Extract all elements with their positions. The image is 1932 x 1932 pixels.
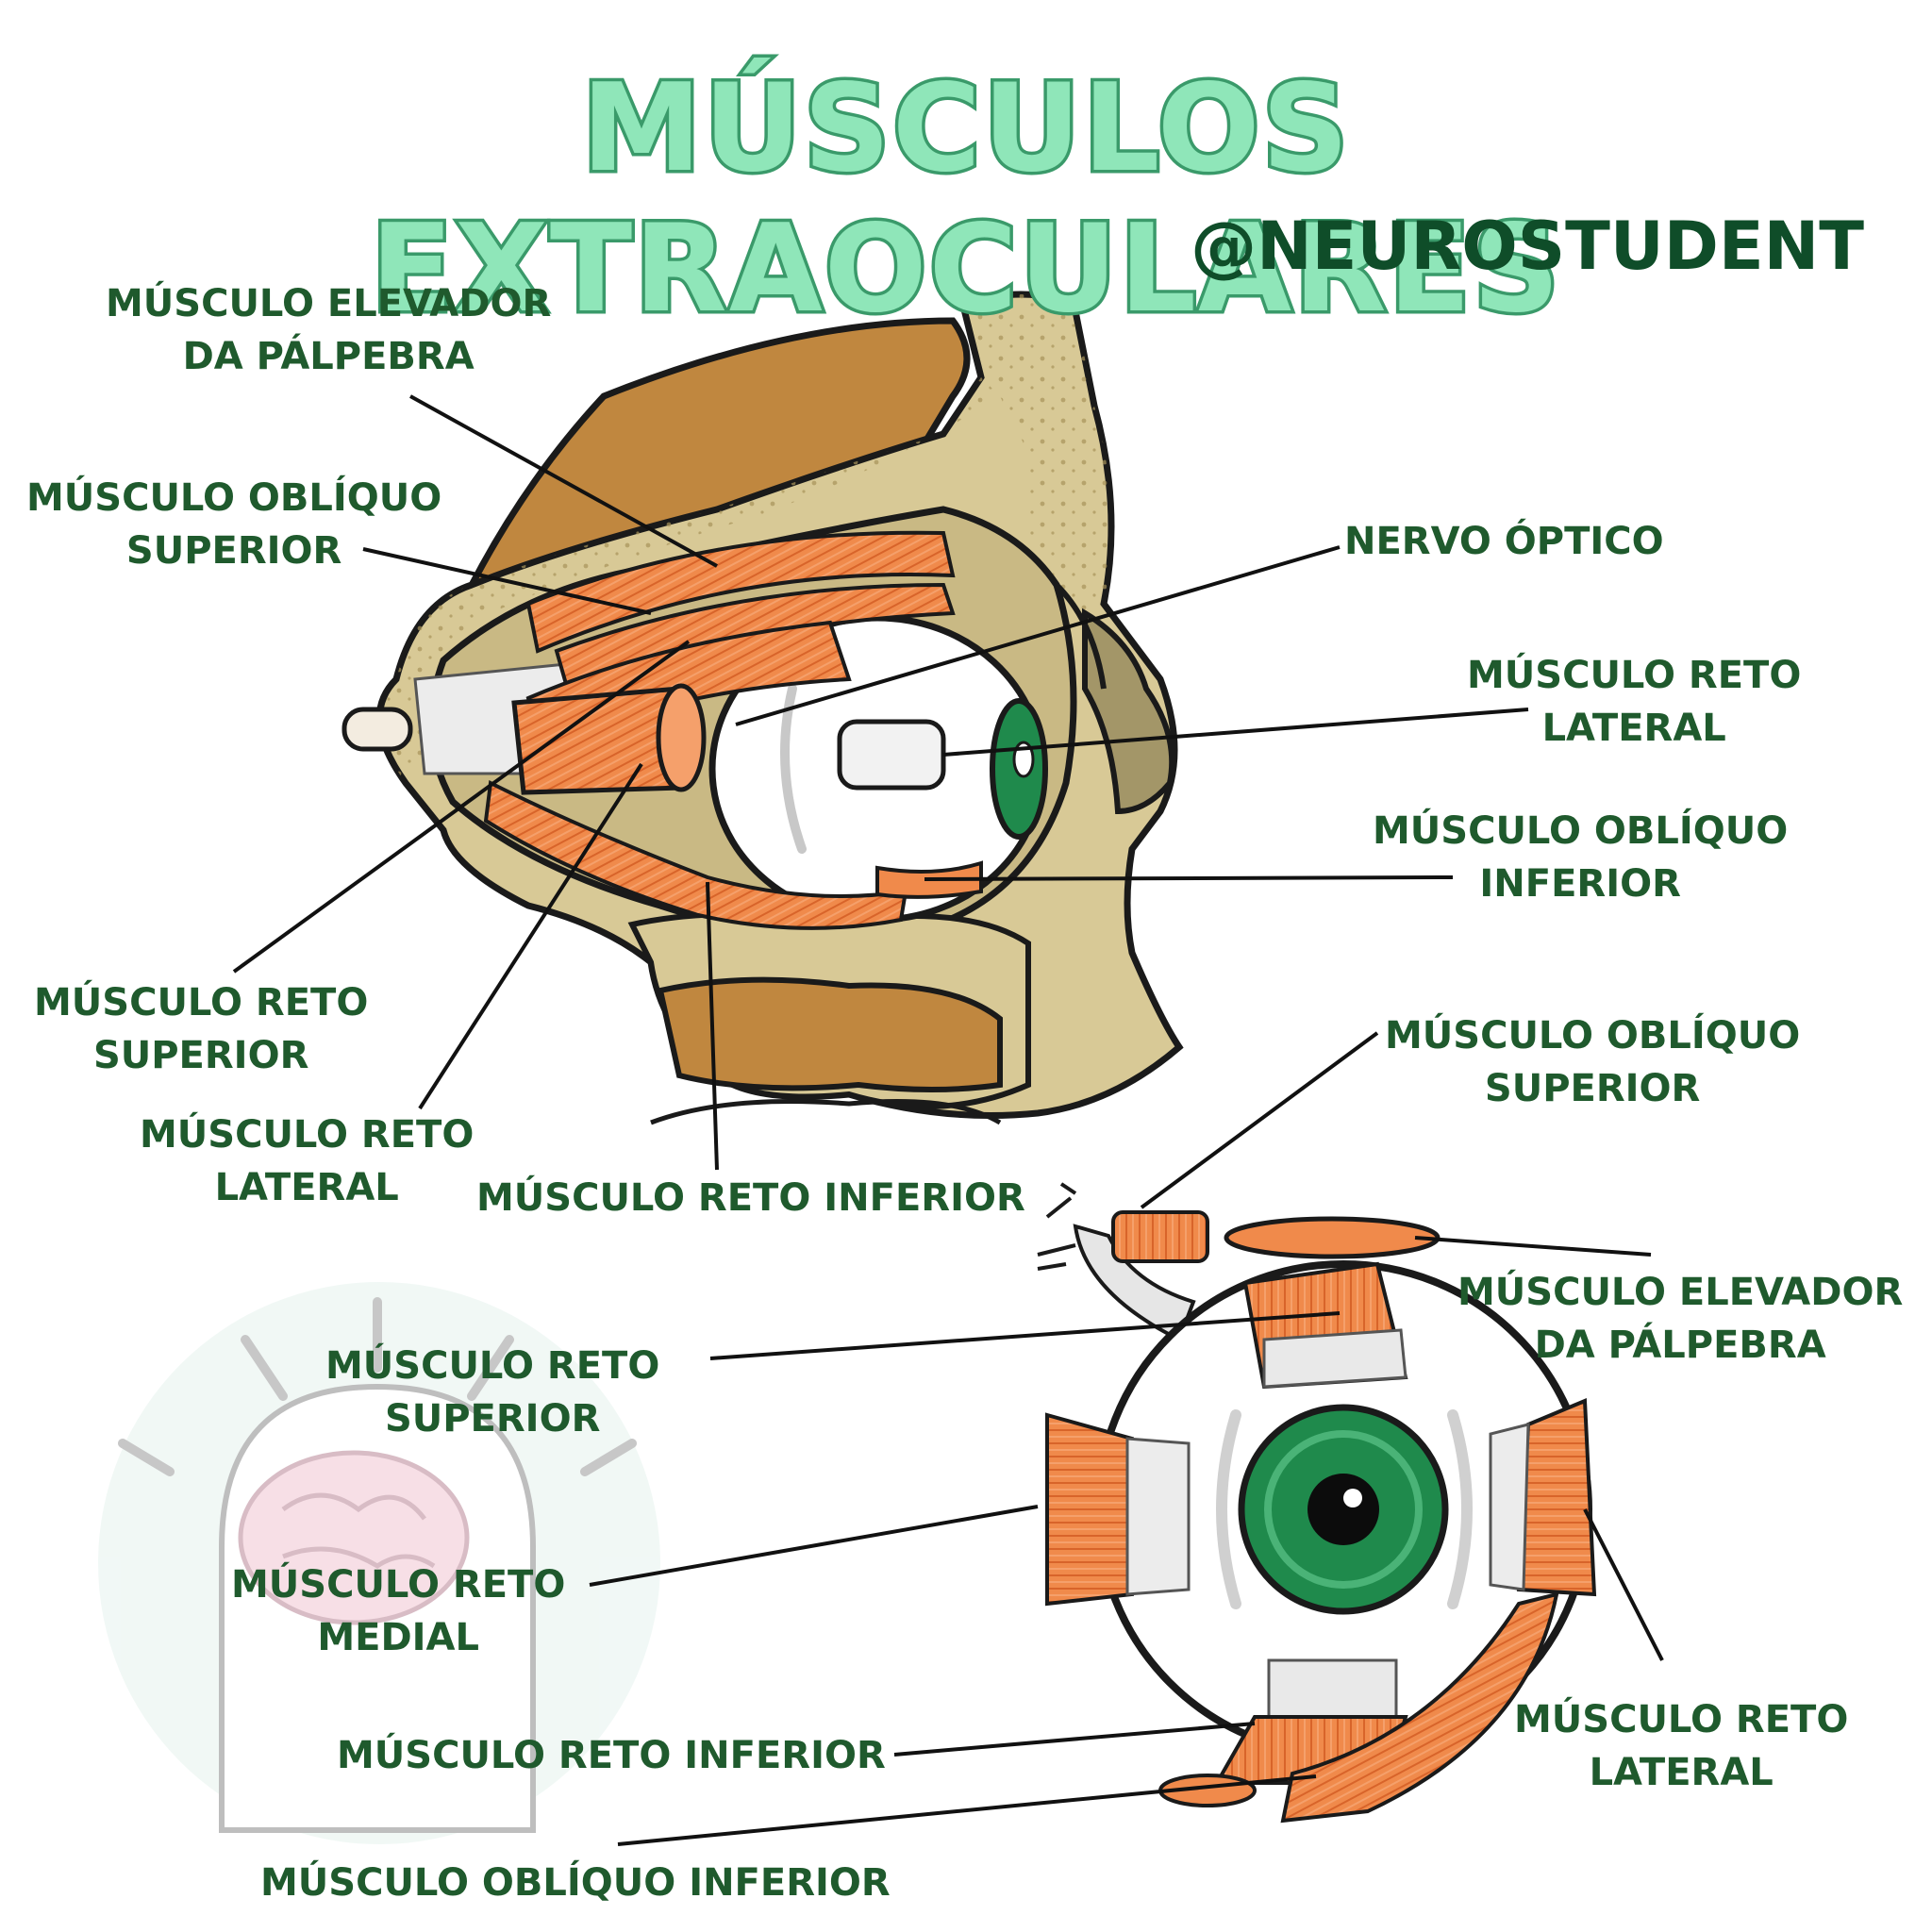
label-levator-palpebrae-lateral: MÚSCULO ELEVADOR DA PÁLPEBRA [106,277,551,383]
label-superior-rectus-lateral: MÚSCULO RETO SUPERIOR [34,976,368,1082]
label-lateral-rectus-lateral-left: MÚSCULO RETO LATERAL [140,1108,474,1214]
label-line: LATERAL [1467,702,1801,755]
label-lateral-rectus-front: MÚSCULO RETO LATERAL [1514,1693,1848,1799]
label-inferior-rectus-front: MÚSCULO RETO INFERIOR [337,1729,886,1782]
label-optic-nerve: NERVO ÓPTICO [1344,515,1664,568]
label-medial-rectus-front: MÚSCULO RETO MEDIAL [231,1558,565,1664]
label-line: SUPERIOR [1385,1062,1800,1115]
medial-rectus-front [1047,1415,1132,1604]
label-line: MÚSCULO OBLÍQUO [26,472,441,525]
label-line: MÚSCULO OBLÍQUO [1385,1009,1800,1062]
label-line: MÚSCULO ELEVADOR [106,277,551,330]
label-line: MEDIAL [231,1611,565,1664]
label-line: MÚSCULO RETO [34,976,368,1029]
label-line: MÚSCULO RETO INFERIOR [337,1729,886,1782]
label-line: NERVO ÓPTICO [1344,515,1664,568]
levator-front [1226,1219,1438,1257]
label-line: MÚSCULO OBLÍQUO INFERIOR [260,1857,891,1909]
label-superior-rectus-front: MÚSCULO RETO SUPERIOR [325,1340,659,1445]
label-line: LATERAL [140,1161,474,1214]
pupil [1307,1474,1379,1545]
label-line: INFERIOR [1373,858,1788,910]
optic-nerve-side [840,722,943,788]
label-line: MÚSCULO RETO [140,1108,474,1161]
label-inferior-oblique-lateral: MÚSCULO OBLÍQUO INFERIOR [1373,805,1788,910]
label-superior-oblique-lateral: MÚSCULO OBLÍQUO SUPERIOR [26,472,441,577]
label-line: SUPERIOR [26,525,441,577]
label-line: MÚSCULO RETO [231,1558,565,1611]
label-line: MÚSCULO RETO [325,1340,659,1392]
label-line: DA PÁLPEBRA [1457,1319,1903,1372]
label-line: SUPERIOR [325,1392,659,1445]
lateral-view [344,294,1179,1123]
superior-oblique-front [1113,1212,1208,1261]
lateral-rectus-front [1519,1401,1594,1594]
label-line: MÚSCULO RETO INFERIOR [476,1172,1025,1224]
label-line: MÚSCULO ELEVADOR [1457,1266,1903,1319]
label-inferior-oblique-front: MÚSCULO OBLÍQUO INFERIOR [260,1857,891,1909]
label-line: MÚSCULO RETO [1467,649,1801,702]
label-line: MÚSCULO OBLÍQUO [1373,805,1788,858]
label-levator-palpebrae-front: MÚSCULO ELEVADOR DA PÁLPEBRA [1457,1266,1903,1372]
label-line: LATERAL [1514,1746,1848,1799]
label-superior-oblique-front: MÚSCULO OBLÍQUO SUPERIOR [1385,1009,1800,1115]
label-line: DA PÁLPEBRA [106,330,551,383]
label-line: SUPERIOR [34,1029,368,1082]
author-handle: @NEUROSTUDENT [1191,208,1864,285]
label-line: MÚSCULO RETO [1514,1693,1848,1746]
label-inferior-rectus-lateral: MÚSCULO RETO INFERIOR [476,1172,1025,1224]
label-lateral-rectus-lateral-right: MÚSCULO RETO LATERAL [1467,649,1801,755]
